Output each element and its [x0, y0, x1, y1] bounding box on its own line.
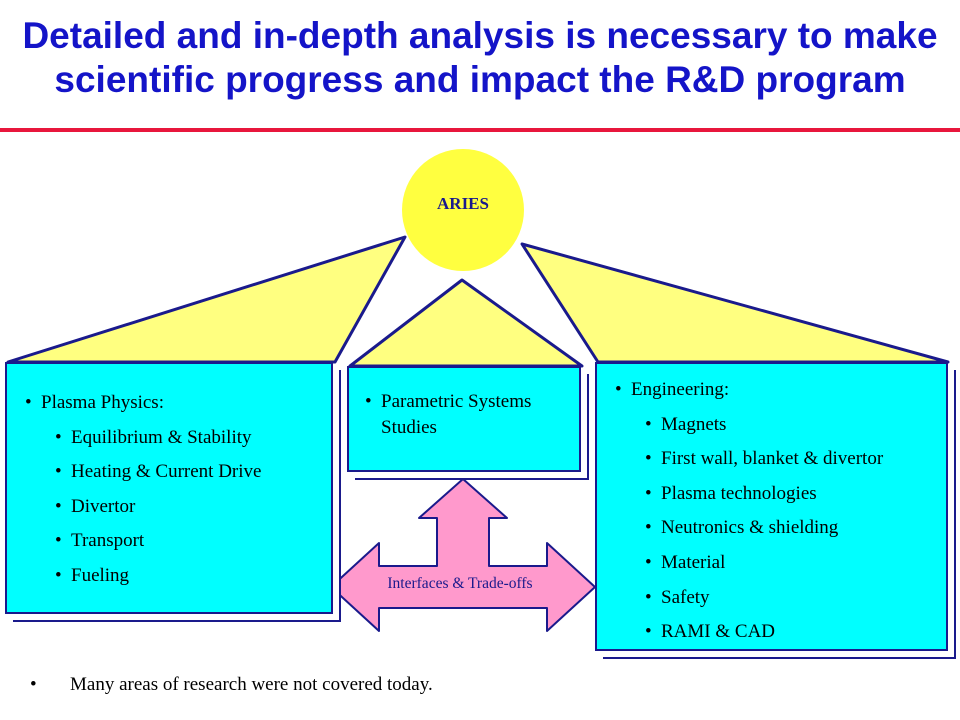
footnote: • Many areas of research were not covered… [30, 674, 433, 696]
engineering-item: Safety [645, 581, 946, 616]
plasma-physics-heading: Plasma Physics: [25, 386, 331, 421]
aries-label: ARIES [437, 194, 489, 213]
plasma-item: Equilibrium & Stability [55, 421, 331, 456]
footnote-bullet: • [30, 674, 37, 695]
engineering-box: Engineering: Magnets First wall, blanket… [595, 362, 948, 651]
footnote-text: Many areas of research were not covered … [70, 674, 433, 695]
parametric-systems-heading: Parametric Systems Studies [365, 389, 579, 441]
plasma-item: Divertor [55, 490, 331, 525]
engineering-item: Plasma technologies [645, 477, 946, 512]
interfaces-double-arrow [330, 478, 596, 632]
title-line-2: scientific progress and impact the R&D p… [54, 59, 906, 100]
beam-left [6, 235, 407, 364]
parametric-systems-box: Parametric Systems Studies [347, 366, 581, 472]
title-divider [0, 128, 960, 132]
plasma-item: Transport [55, 524, 331, 559]
plasma-item: Fueling [55, 559, 331, 594]
page-title: Detailed and in-depth analysis is necess… [0, 14, 960, 102]
engineering-item: Neutronics & shielding [645, 511, 946, 546]
engineering-item: Magnets [645, 408, 946, 443]
title-line-1: Detailed and in-depth analysis is necess… [22, 15, 938, 56]
aries-circle [402, 149, 524, 271]
engineering-item: Material [645, 546, 946, 581]
plasma-item: Heating & Current Drive [55, 455, 331, 490]
engineering-item: RAMI & CAD [645, 615, 946, 650]
interfaces-label: Interfaces & Trade-offs [387, 575, 533, 592]
beam-right [520, 242, 950, 364]
beam-center [348, 278, 584, 368]
plasma-physics-box: Plasma Physics: Equilibrium & Stability … [5, 362, 333, 614]
engineering-item: First wall, blanket & divertor [645, 442, 946, 477]
engineering-heading: Engineering: [615, 373, 946, 408]
